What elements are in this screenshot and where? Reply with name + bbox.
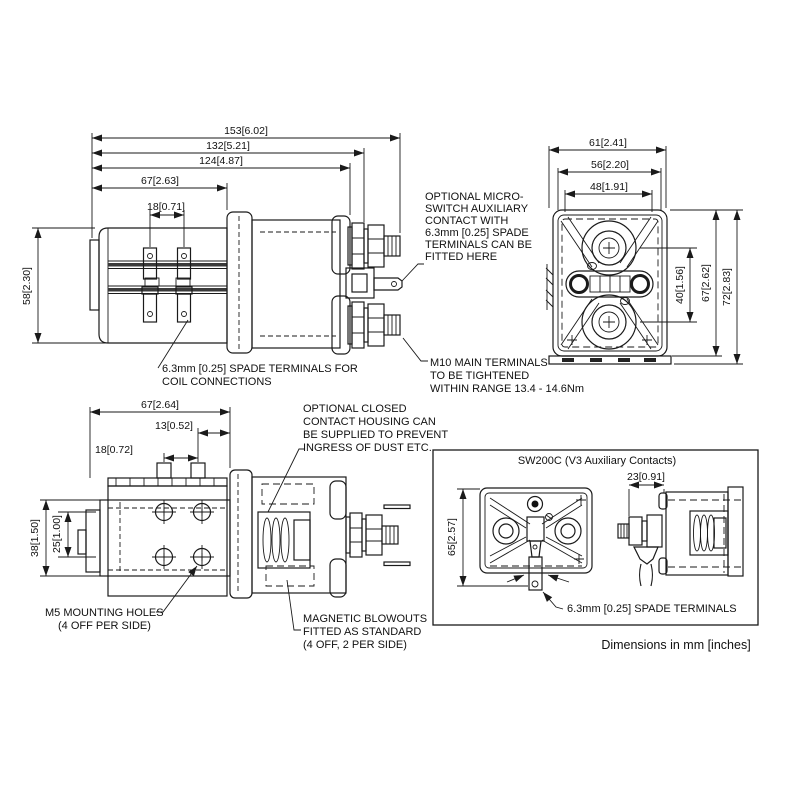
m10-note-leader (402, 337, 428, 362)
m5-note-leader (156, 565, 198, 613)
dim-text-18: 18[0.71] (147, 201, 185, 213)
micro-switch-note-line4: 6.3mm [0.25] SPADE (425, 227, 529, 239)
dim-text-18b: 18[0.72] (95, 444, 133, 456)
bottom-view-body (77, 462, 231, 597)
annotation-notes: OPTIONAL MICRO- SWITCH AUXILIARY CONTACT… (401, 191, 584, 395)
coil-spade-terminals (141, 247, 193, 323)
closed-housing-note-leader (267, 448, 305, 513)
micro-switch-position-hatch (545, 264, 554, 310)
closed-housing-note-line4: INGRESS OF DUST ETC. (303, 442, 432, 454)
inset-front-view (479, 487, 593, 591)
micro-switch-note-line2: SWITCH AUXILIARY (425, 203, 529, 215)
front-view: 61[2.41] 56[2.20] 48[1.91] 40[1.56] 67[2… (545, 137, 743, 365)
front-view-extension-lines (548, 146, 667, 212)
magnetic-blowout-dashed (265, 565, 315, 587)
coil-note-line1: 6.3mm [0.25] SPADE TERMINALS FOR (162, 363, 358, 375)
dim-text-25: 25[1.00] (51, 515, 63, 553)
m10-terminal-bottom (347, 301, 401, 349)
footer-units-note: Dimensions in mm [inches] (601, 638, 750, 652)
blowouts-note-line2: FITTED AS STANDARD (303, 626, 421, 638)
bottom-view: 67[2.64] 13[0.52] 18[0.72] 38[1.50] 25[1… (29, 399, 448, 651)
coil-rail-lower (108, 288, 227, 292)
inset-box-sw200c: SW200C (V3 Auxiliary Contacts) 65[2.57] (432, 449, 759, 626)
dim-text-56: 56[2.20] (591, 159, 629, 171)
closed-housing-note-line2: CONTACT HOUSING CAN (303, 416, 436, 428)
auxiliary-spade-terminal (345, 267, 403, 299)
dim-text-67: 67[2.63] (141, 175, 179, 187)
dim-text-38: 38[1.50] (29, 519, 41, 557)
m10-terminal-top (347, 222, 401, 270)
micro-switch-note-line1: OPTIONAL MICRO- (425, 191, 524, 203)
micro-switch-note-line3: CONTACT WITH (425, 215, 508, 227)
blowouts-note-line3: (4 OFF, 2 PER SIDE) (303, 639, 407, 651)
inset-side-view (617, 486, 744, 587)
dim-text-13: 13[0.52] (155, 420, 193, 432)
dim-text-67b: 67[2.64] (141, 399, 179, 411)
mounting-holes (152, 500, 214, 569)
micro-switch-note-leader (401, 263, 424, 282)
side-view-contact-housing (226, 211, 351, 355)
coil-note-leader (157, 319, 189, 369)
dim-text-58: 58[2.30] (21, 267, 33, 305)
m10-note-line2: TO BE TIGHTENED (430, 370, 529, 382)
side-view: 153[6.02] 132[5.21] 124[4.87] 67[2.63] 1… (21, 125, 403, 388)
front-view-body (545, 209, 672, 365)
micro-switch-note-line5: TERMINALS CAN BE (425, 239, 532, 251)
inset-aux-lever (526, 516, 545, 591)
bottom-view-m10-stud (345, 504, 411, 567)
front-view-right-extensions (640, 209, 743, 365)
m5-note-line1: M5 MOUNTING HOLES (45, 607, 164, 619)
coil-spade-profile-left (156, 462, 172, 479)
front-view-main-terminal-bottom (581, 294, 637, 350)
inset-title: SW200C (V3 Auxiliary Contacts) (518, 455, 676, 467)
closed-housing-dashed-top (261, 483, 315, 505)
bottom-view-extension-lines (40, 407, 231, 577)
m10-note-line1: M10 MAIN TERMINALS (430, 357, 548, 369)
dim-text-48: 48[1.91] (590, 181, 628, 193)
blowouts-note-line1: MAGNETIC BLOWOUTS (303, 613, 427, 625)
coil-window-right (175, 277, 191, 287)
dim-text-23: 23[0.91] (627, 471, 665, 483)
dim-text-124: 124[4.87] (199, 155, 243, 167)
front-view-aux-contact-block (565, 262, 654, 305)
blowouts-note-leader (286, 579, 301, 631)
closed-housing-note-line3: BE SUPPLIED TO PREVENT (303, 429, 448, 441)
dim-text-72: 72[2.83] (721, 268, 733, 306)
dim-text-132: 132[5.21] (206, 140, 250, 152)
inset-micro-switch (633, 546, 659, 587)
corner-screw-marks (567, 335, 652, 345)
micro-switch-note-line6: FITTED HERE (425, 251, 497, 263)
inset-23-extensions (628, 489, 665, 516)
coil-note-line2: COIL CONNECTIONS (162, 376, 272, 388)
side-view-height-extension (32, 227, 117, 344)
dim-text-40: 40[1.56] (674, 266, 686, 304)
closed-housing-note-line1: OPTIONAL CLOSED (303, 403, 407, 415)
spade-pointer-right (547, 574, 570, 583)
spade-pointer-left (506, 574, 525, 583)
dim-text-153: 153[6.02] (224, 125, 268, 137)
inset-spade-note: 6.3mm [0.25] SPADE TERMINALS (567, 603, 737, 615)
bottom-view-contact-housing (229, 469, 347, 599)
side-view-coil-body (89, 227, 228, 344)
dim-text-67v: 67[2.62] (700, 264, 712, 302)
front-view-main-terminal-top (581, 220, 637, 276)
dim-text-65: 65[2.57] (446, 518, 458, 556)
inset-spade-leader (542, 591, 564, 610)
dim-text-61: 61[2.41] (589, 137, 627, 149)
m5-note-line2: (4 OFF PER SIDE) (58, 620, 151, 632)
inset-border (432, 449, 759, 626)
coil-window-left (144, 277, 160, 287)
coil-spade-profile-right (190, 462, 206, 479)
m10-note-line3: WITHIN RANGE 13.4 - 14.6Nm (430, 383, 584, 395)
coil-rail-upper (108, 263, 227, 267)
inset-terminal-stud (617, 514, 663, 548)
